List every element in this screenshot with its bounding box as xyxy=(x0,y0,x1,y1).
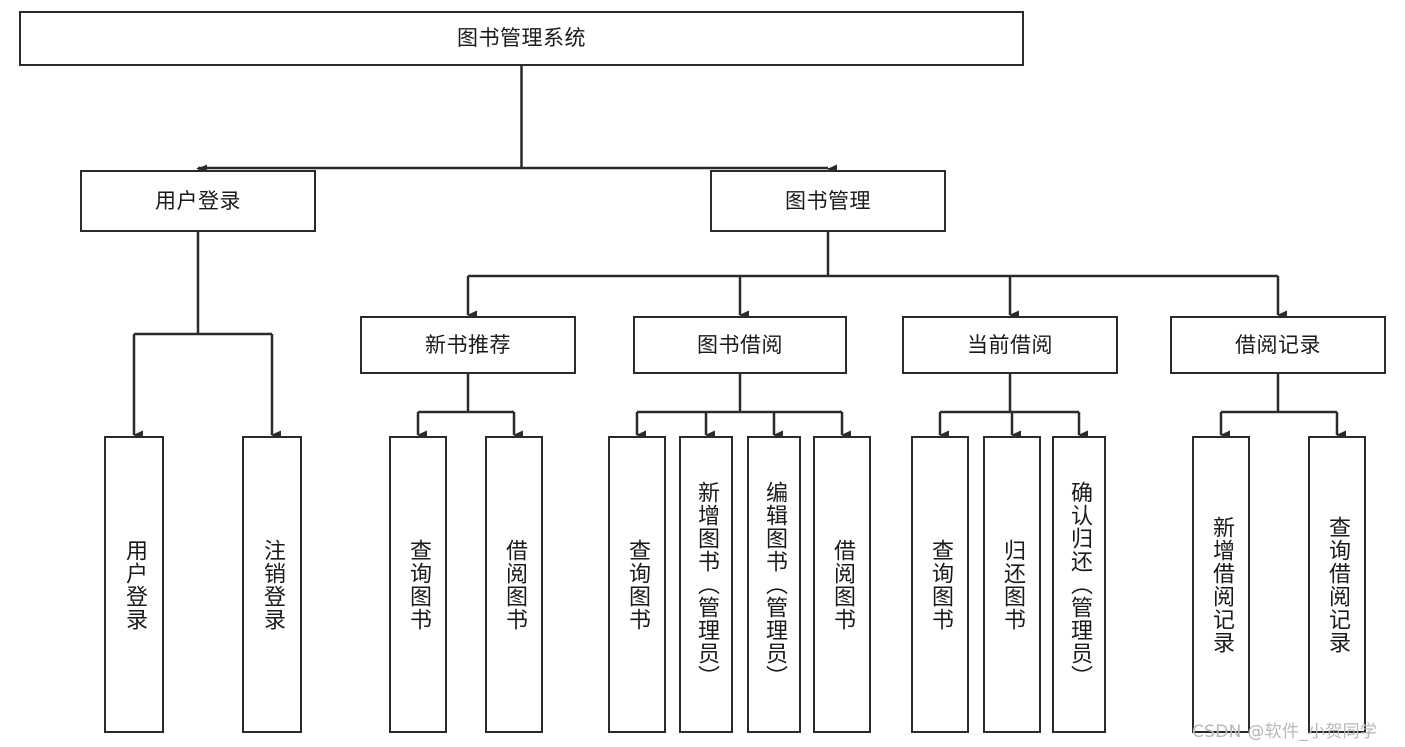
node-label: 借阅图书 xyxy=(501,538,527,631)
watermark-text: CSDN @软件_小贺同学 xyxy=(1192,722,1378,742)
node-borrow: 图书借阅 xyxy=(633,316,847,374)
node-label: 查询图书 xyxy=(405,538,431,631)
node-label: 图书借阅 xyxy=(697,332,783,357)
node-label: 用户登录 xyxy=(121,538,147,631)
node-label: 当前借阅 xyxy=(967,332,1053,357)
node-label: 新书推荐 xyxy=(425,332,511,357)
edges-group xyxy=(132,66,1346,440)
node-leaf-3: 查询图书 xyxy=(389,436,447,733)
node-label: 查询图书 xyxy=(927,538,953,631)
node-label: 编辑图书（管理员） xyxy=(761,481,787,688)
node-label: 借阅记录 xyxy=(1235,332,1321,357)
node-label: 注销登录 xyxy=(259,538,285,631)
node-leaf-2: 注销登录 xyxy=(242,436,302,733)
node-label: 归还图书 xyxy=(999,538,1025,631)
node-leaf-13: 查询借阅记录 xyxy=(1308,436,1366,733)
node-leaf-12: 新增借阅记录 xyxy=(1192,436,1250,733)
node-label: 查询借阅记录 xyxy=(1324,515,1350,654)
node-label: 图书管理系统 xyxy=(457,26,586,51)
node-label: 图书管理 xyxy=(785,188,871,213)
node-label: 新增图书（管理员） xyxy=(693,481,719,688)
node-root: 图书管理系统 xyxy=(19,11,1024,66)
node-leaf-4: 借阅图书 xyxy=(485,436,543,733)
node-leaf-9: 查询图书 xyxy=(911,436,969,733)
node-leaf-7: 编辑图书（管理员） xyxy=(747,436,801,733)
node-label: 借阅图书 xyxy=(829,538,855,631)
node-book-admin: 图书管理 xyxy=(710,170,946,232)
node-current: 当前借阅 xyxy=(902,316,1118,374)
node-leaf-11: 确认归还（管理员） xyxy=(1052,436,1106,733)
node-user-login: 用户登录 xyxy=(80,170,316,232)
node-label: 用户登录 xyxy=(155,188,241,213)
node-label: 查询图书 xyxy=(624,538,650,631)
node-leaf-6: 新增图书（管理员） xyxy=(679,436,733,733)
node-label: 新增借阅记录 xyxy=(1208,515,1234,654)
node-new-books: 新书推荐 xyxy=(360,316,576,374)
node-label: 确认归还（管理员） xyxy=(1066,481,1092,688)
node-records: 借阅记录 xyxy=(1170,316,1386,374)
node-leaf-8: 借阅图书 xyxy=(813,436,871,733)
node-leaf-10: 归还图书 xyxy=(983,436,1041,733)
node-leaf-1: 用户登录 xyxy=(104,436,164,733)
node-leaf-5: 查询图书 xyxy=(608,436,666,733)
